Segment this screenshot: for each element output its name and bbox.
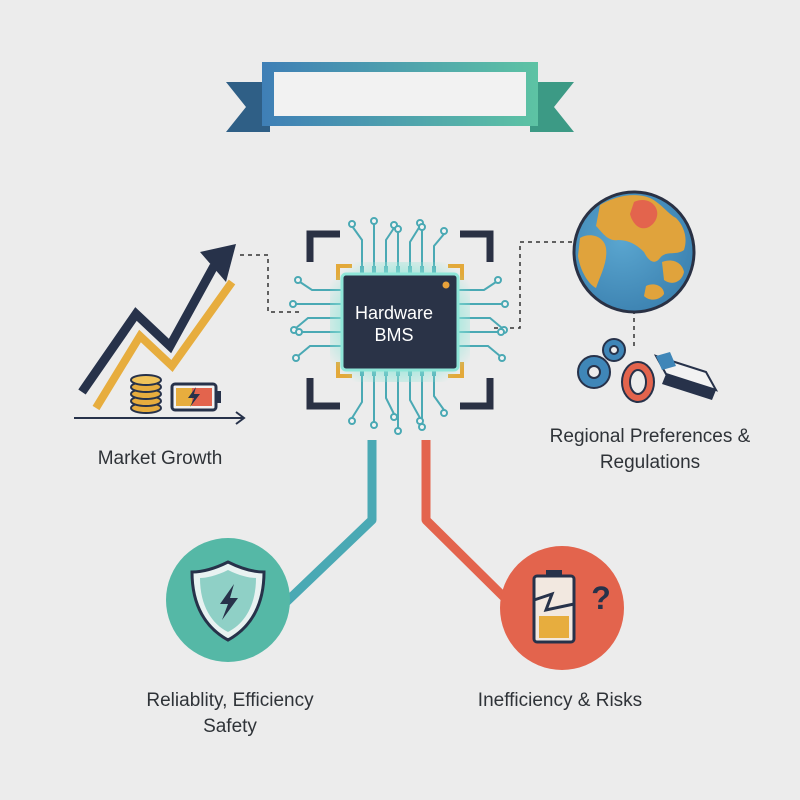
reliability-node xyxy=(166,538,290,662)
inefficiency-node xyxy=(500,546,624,670)
colored-connectors xyxy=(276,440,516,612)
question-mark-icon: ? xyxy=(591,580,611,616)
battery-icon xyxy=(170,382,221,412)
reliability-label: Reliablity, Efficiency Safety xyxy=(120,688,340,740)
gears-icon xyxy=(577,338,626,389)
reliability-label-line1: Reliablity, Efficiency xyxy=(146,690,314,711)
shield-lightning-icon xyxy=(220,584,238,620)
baseline-arrowhead xyxy=(235,411,246,425)
center-label-line1: Hardware xyxy=(354,303,434,323)
globe-icon xyxy=(572,190,696,314)
coin-stack-icon xyxy=(130,374,162,414)
regional-label-line1: Regional Preferences & xyxy=(549,426,751,447)
trend-arrow-icon xyxy=(78,244,236,411)
title-banner xyxy=(226,62,574,132)
microchip-icon xyxy=(289,217,509,435)
center-label-line2: BMS xyxy=(374,325,414,345)
market-growth-label: Market Growth xyxy=(97,448,223,469)
battery-cell-icon xyxy=(621,352,719,403)
reliability-label-line2: Safety xyxy=(203,716,257,737)
inefficiency-label: Inefficiency & Risks xyxy=(477,690,643,711)
dashed-connectors xyxy=(240,241,635,350)
regional-label-line2: Regulations xyxy=(599,452,701,473)
center-label: Hardware BMS xyxy=(340,302,448,346)
regional-label: Regional Preferences & Regulations xyxy=(530,424,770,476)
broken-battery-icon xyxy=(532,570,576,644)
